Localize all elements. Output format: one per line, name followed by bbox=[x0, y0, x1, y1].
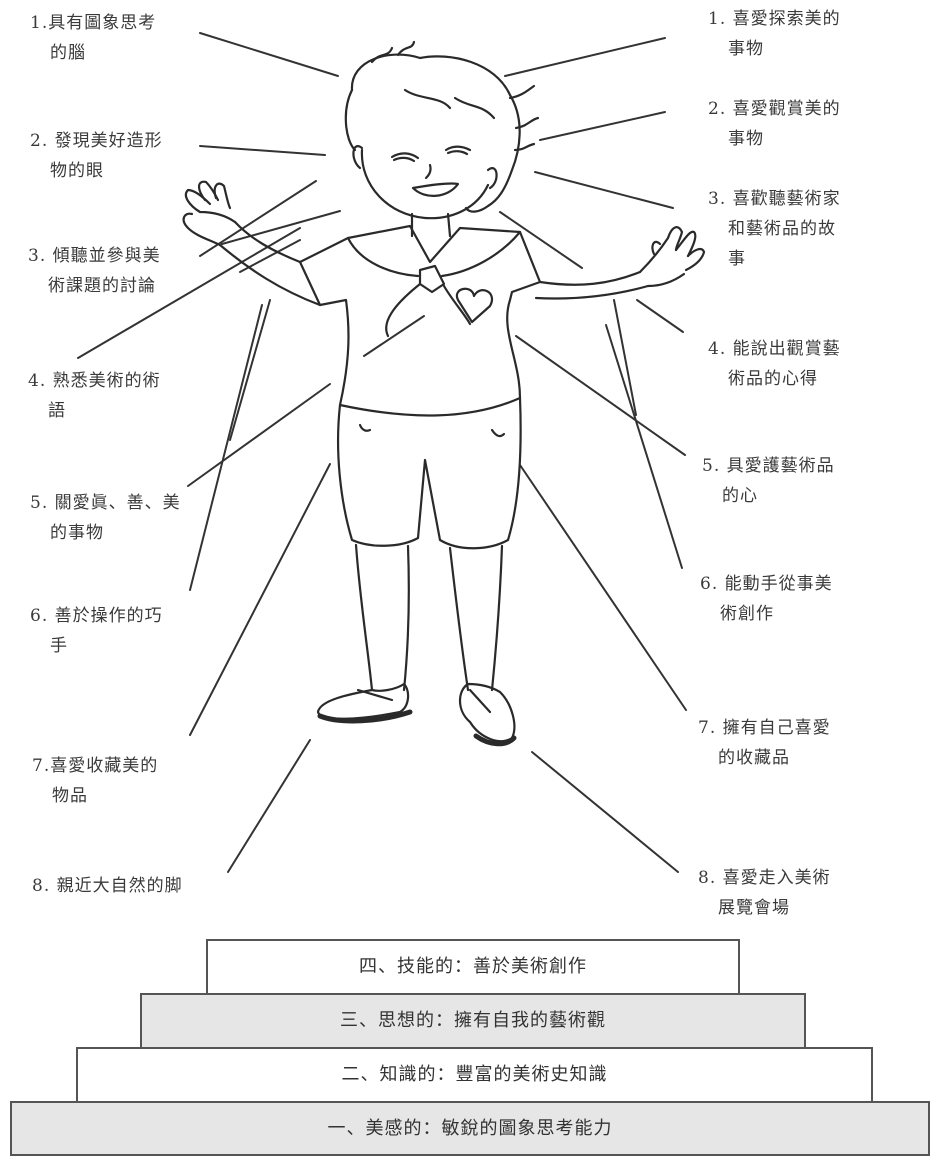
right-label-6: 6. 能動手從事美 術創作 bbox=[700, 569, 833, 629]
connector-line-left-6b bbox=[229, 299, 271, 441]
right-label-6-line-2: 術創作 bbox=[720, 604, 774, 624]
pyramid-step-1-text: 一、美感的：敏銳的圖象思考能力 bbox=[327, 1118, 613, 1139]
right-label-4-line-1: 4. 能說出觀賞藝 bbox=[708, 339, 841, 359]
right-label-8: 8. 喜愛走入美術 展覽會場 bbox=[698, 863, 831, 923]
connector-line-right-4 bbox=[636, 299, 684, 333]
connector-line-left-4 bbox=[77, 227, 301, 359]
right-label-3-line-2: 和藝術品的故 bbox=[728, 219, 836, 239]
left-label-5-line-1: 5. 關愛眞、善、美 bbox=[30, 493, 181, 513]
right-label-1: 1. 喜愛探索美的 事物 bbox=[708, 4, 841, 64]
connector-line-left-5 bbox=[187, 383, 331, 487]
left-label-4: 4. 熟悉美術的術 語 bbox=[28, 366, 161, 426]
left-label-2-line-1: 2. 發現美好造形 bbox=[30, 131, 163, 151]
left-label-3-line-2: 術課題的討論 bbox=[48, 276, 156, 296]
left-label-7-line-1: 7.喜愛收藏美的 bbox=[32, 756, 159, 776]
pyramid-step-2: 二、知識的：豐富的美術史知識 bbox=[76, 1047, 873, 1103]
right-label-7: 7. 擁有自己喜愛 的收藏品 bbox=[698, 713, 831, 773]
connector-line-right-2 bbox=[539, 111, 666, 141]
left-label-3-line-1: 3. 傾聽並參與美 bbox=[28, 246, 161, 266]
connector-line-right-8 bbox=[531, 751, 679, 873]
right-label-5-line-2: 的心 bbox=[722, 486, 758, 506]
right-label-1-line-1: 1. 喜愛探索美的 bbox=[708, 9, 841, 29]
child-drawing bbox=[182, 40, 706, 747]
left-label-3: 3. 傾聽並參與美 術課題的討論 bbox=[28, 241, 161, 301]
connector-line-right-3 bbox=[534, 171, 674, 209]
left-label-8: 8. 親近大自然的脚 bbox=[32, 871, 183, 901]
connector-line-right-5 bbox=[515, 335, 686, 456]
right-label-5: 5. 具愛護藝術品 的心 bbox=[702, 451, 835, 511]
right-label-4-line-2: 術品的心得 bbox=[728, 369, 818, 389]
left-label-1-line-2: 的腦 bbox=[50, 43, 86, 63]
right-label-7-line-1: 7. 擁有自己喜愛 bbox=[698, 718, 831, 738]
pyramid-step-4: 四、技能的：善於美術創作 bbox=[206, 939, 740, 995]
connector-line-mid-1 bbox=[363, 315, 425, 357]
left-label-1-line-1: 1.具有圖象思考 bbox=[30, 13, 157, 33]
left-label-6: 6. 善於操作的巧 手 bbox=[30, 601, 163, 661]
right-label-1-line-2: 事物 bbox=[728, 39, 764, 59]
right-label-2-line-1: 2. 喜愛觀賞美的 bbox=[708, 99, 841, 119]
pyramid-step-2-text: 二、知識的：豐富的美術史知識 bbox=[341, 1064, 608, 1085]
left-label-6-line-1: 6. 善於操作的巧 bbox=[30, 606, 163, 626]
left-label-7: 7.喜愛收藏美的 物品 bbox=[32, 751, 158, 811]
left-label-1: 1.具有圖象思考 的腦 bbox=[30, 8, 156, 68]
right-label-8-line-2: 展覽會場 bbox=[718, 898, 790, 918]
left-label-6-line-2: 手 bbox=[50, 636, 68, 656]
connector-line-left-8 bbox=[227, 739, 311, 873]
connector-line-right-6 bbox=[605, 324, 683, 569]
right-label-7-line-2: 的收藏品 bbox=[718, 748, 790, 768]
left-label-7-line-2: 物品 bbox=[52, 786, 88, 806]
right-label-3: 3. 喜歡聽藝術家 和藝術品的故 事 bbox=[708, 184, 841, 274]
left-label-5-line-2: 的事物 bbox=[50, 523, 104, 543]
pyramid-step-1: 一、美感的：敏銳的圖象思考能力 bbox=[10, 1101, 930, 1156]
connector-line-left-1 bbox=[199, 32, 339, 77]
left-label-5: 5. 關愛眞、善、美 的事物 bbox=[30, 488, 181, 548]
connector-line-right-1 bbox=[504, 37, 666, 77]
right-label-3-line-1: 3. 喜歡聽藝術家 bbox=[708, 189, 841, 209]
connector-line-right-3b bbox=[499, 211, 583, 269]
pyramid-step-3-text: 三、思想的：擁有自我的藝術觀 bbox=[340, 1010, 606, 1031]
connector-line-right-7 bbox=[519, 464, 687, 711]
right-label-4: 4. 能說出觀賞藝 術品的心得 bbox=[708, 334, 841, 394]
right-label-2-line-2: 事物 bbox=[728, 129, 764, 149]
right-label-6-line-1: 6. 能動手從事美 bbox=[700, 574, 833, 594]
connector-line-left-4b bbox=[239, 239, 301, 273]
left-label-8-line-1: 8. 親近大自然的脚 bbox=[32, 876, 183, 896]
right-label-2: 2. 喜愛觀賞美的 事物 bbox=[708, 94, 841, 154]
connector-line-left-7 bbox=[189, 463, 331, 736]
right-label-3-line-3: 事 bbox=[728, 249, 746, 269]
left-label-4-line-1: 4. 熟悉美術的術 bbox=[28, 371, 161, 391]
left-label-2: 2. 發現美好造形 物的眼 bbox=[30, 126, 163, 186]
right-label-8-line-1: 8. 喜愛走入美術 bbox=[698, 868, 831, 888]
connector-line-right-6b bbox=[613, 299, 637, 416]
left-label-2-line-2: 物的眼 bbox=[50, 161, 104, 181]
right-label-5-line-1: 5. 具愛護藝術品 bbox=[702, 456, 835, 476]
connector-line-left-2 bbox=[199, 145, 326, 156]
child-figure-illustration bbox=[77, 32, 706, 873]
connector-line-left-3b bbox=[221, 210, 341, 245]
pyramid-step-3: 三、思想的：擁有自我的藝術觀 bbox=[140, 993, 806, 1049]
pyramid-step-4-text: 四、技能的：善於美術創作 bbox=[359, 956, 587, 977]
connector-line-left-6 bbox=[189, 304, 263, 591]
left-label-4-line-2: 語 bbox=[48, 401, 66, 421]
